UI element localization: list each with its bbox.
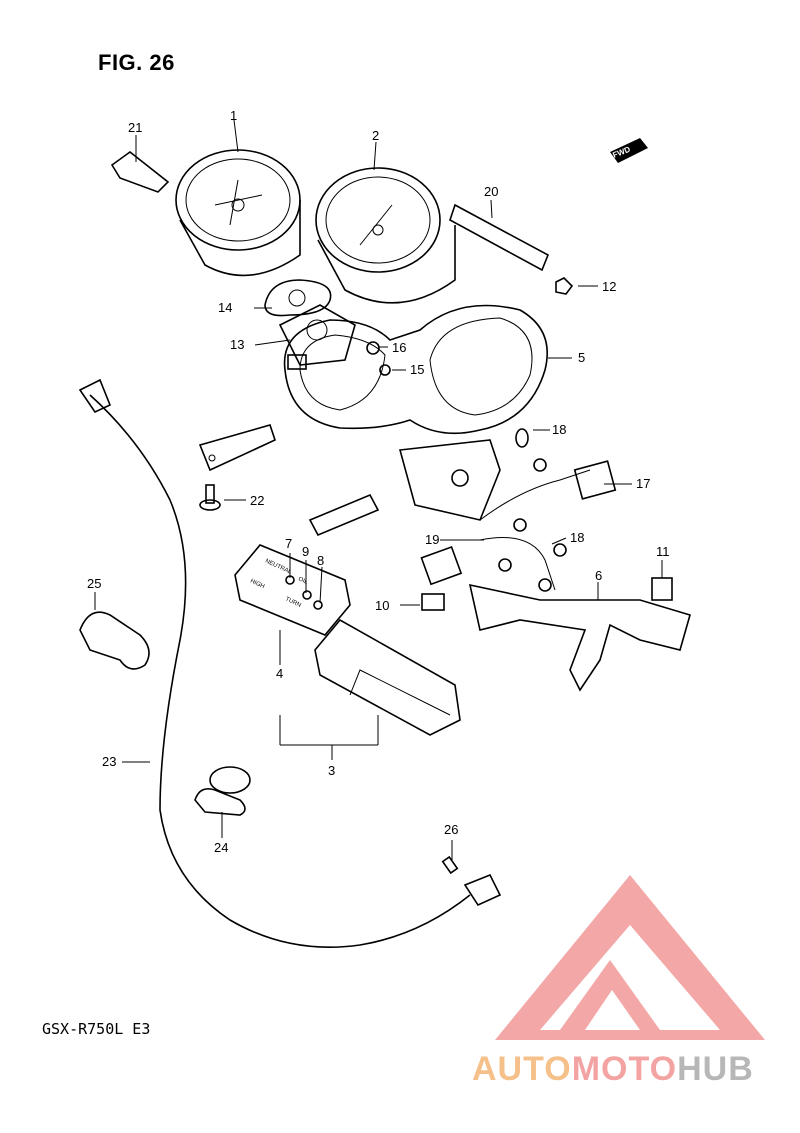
callout-14: 14 xyxy=(218,300,232,315)
speedometer-cable-part-23 xyxy=(78,378,502,948)
callout-17: 17 xyxy=(636,476,650,491)
figure-title: FIG. 26 xyxy=(98,50,175,75)
nut-part-12 xyxy=(555,277,574,295)
label-turn: TURN xyxy=(284,596,302,608)
watermark-moto: MOTO xyxy=(571,1050,678,1088)
callout-6: 6 xyxy=(595,568,602,583)
bolt-part-22 xyxy=(199,484,221,511)
bracket-strap-part-20 xyxy=(449,203,550,272)
screw-part-15 xyxy=(379,364,391,376)
leader-lines xyxy=(94,119,663,860)
callout-9: 9 xyxy=(302,544,309,559)
wiring-harness xyxy=(398,439,591,592)
bolt-part-26 xyxy=(441,855,459,875)
model-code: GSX-R750L E3 xyxy=(42,1020,151,1038)
watermark-logo xyxy=(495,875,765,1040)
socket-part-19 xyxy=(420,545,463,586)
callout-21: 21 xyxy=(128,120,142,135)
label-neutral: NEUTRAL xyxy=(264,558,293,576)
connector-part-17 xyxy=(573,460,617,500)
callout-3: 3 xyxy=(328,763,335,778)
callout-2: 2 xyxy=(372,128,379,143)
watermark-auto: AUTO xyxy=(472,1050,572,1088)
callout-15: 15 xyxy=(410,362,424,377)
speedometer-part-1 xyxy=(175,149,301,277)
watermark-text: AUTOMOTOHUB xyxy=(472,1050,754,1089)
callout-5: 5 xyxy=(578,350,585,365)
callout-7: 7 xyxy=(285,536,292,551)
nut-part-16 xyxy=(366,341,380,355)
callout-13: 13 xyxy=(230,337,244,352)
callout-25: 25 xyxy=(87,576,101,591)
gear-housing-part-13 xyxy=(278,304,356,370)
callout-24: 24 xyxy=(214,840,228,855)
callout-26: 26 xyxy=(444,822,458,837)
tachometer-part-2 xyxy=(315,167,456,304)
meter-case-part-5 xyxy=(198,304,549,537)
clip-part-10 xyxy=(421,593,445,611)
callout-18b: 18 xyxy=(570,530,584,545)
gasket-part-14 xyxy=(264,279,332,317)
callout-8: 8 xyxy=(317,553,324,568)
callout-23: 23 xyxy=(102,754,116,769)
bracket-part-6 xyxy=(468,583,691,692)
knob-part-21 xyxy=(110,150,170,193)
callout-16: 16 xyxy=(392,340,406,355)
watermark-hub: HUB xyxy=(677,1050,754,1088)
indicator-case-part-4 xyxy=(234,544,351,636)
callout-20: 20 xyxy=(484,184,498,199)
callout-19: 19 xyxy=(425,532,439,547)
socket-part-11 xyxy=(651,577,673,601)
clamp-part-25 xyxy=(79,611,150,670)
callout-18a: 18 xyxy=(552,422,566,437)
callout-10: 10 xyxy=(375,598,389,613)
indicator-lens-part-3 xyxy=(314,618,461,736)
callout-12: 12 xyxy=(602,279,616,294)
label-oil: OIL xyxy=(297,576,309,586)
callout-22: 22 xyxy=(250,493,264,508)
label-high: HIGH xyxy=(249,578,265,590)
callout-4: 4 xyxy=(276,666,283,681)
callout-1: 1 xyxy=(230,108,237,123)
clamp-part-24 xyxy=(194,766,251,816)
forward-direction-tag: FWD xyxy=(610,138,648,163)
callout-11: 11 xyxy=(656,544,670,559)
bulb-part-18 xyxy=(515,428,529,448)
